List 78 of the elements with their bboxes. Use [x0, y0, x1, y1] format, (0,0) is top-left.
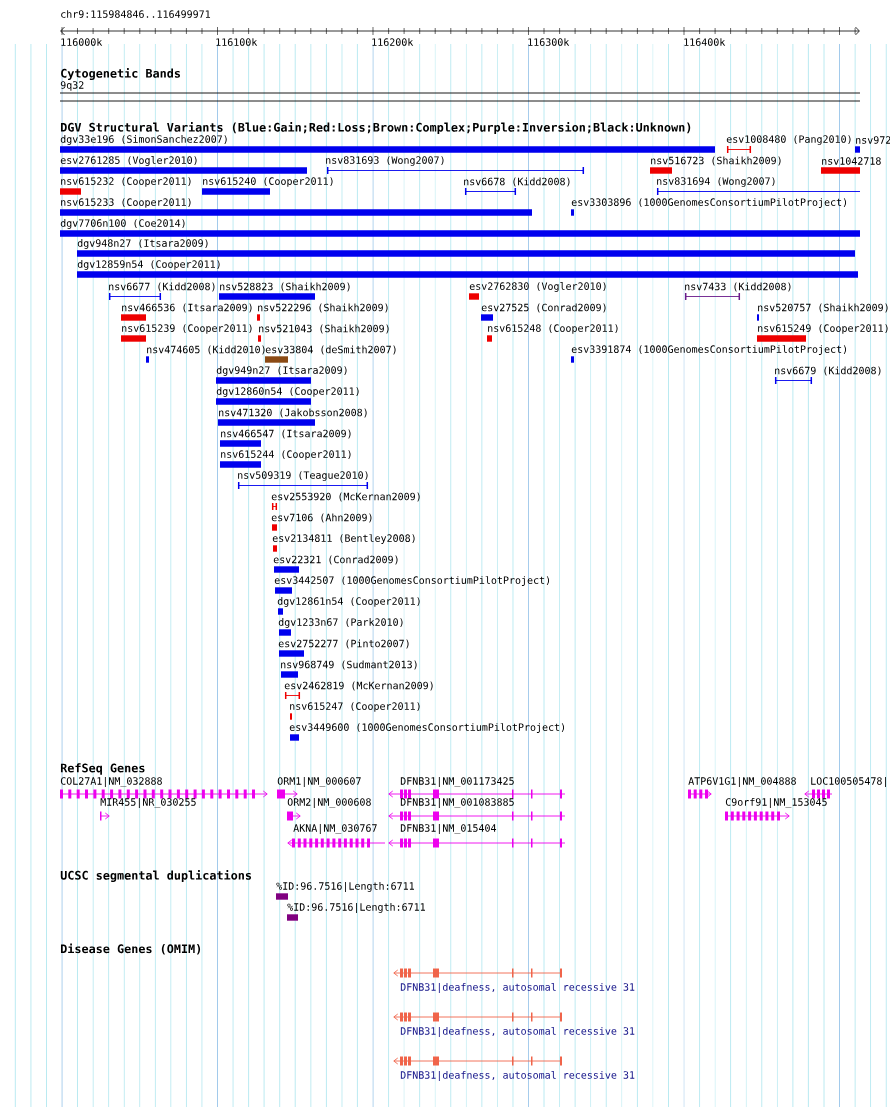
variant-label: nsv466547 (Itsara2009): [221, 429, 351, 439]
gene-label: ATP6V1G1|NM_004888: [688, 777, 796, 787]
tick-label: 116200k: [372, 38, 414, 46]
variant-label: nsv474605 (Kidd2010): [147, 345, 265, 355]
variant-label: esv2462819 (McKernan2009): [284, 681, 433, 691]
variant-label: nsv615239 (Cooper2011): [122, 324, 252, 334]
tick-label: 116100k: [216, 38, 258, 46]
variant-label: esv3449600 (1000GenomesConsortiumPilotProject): [289, 723, 565, 733]
variant-label: dgv7706n100 (Coe2014): [60, 219, 185, 229]
gene-label: DFNB31|deafness, autosomal recessive 31: [400, 1027, 635, 1037]
gene-label: DFNB31|deafness, autosomal recessive 31: [400, 983, 635, 993]
gene-label: LOC100505478|: [811, 777, 886, 787]
variant-label: nsv509319 (Teague2010): [238, 471, 368, 481]
variant-label: nsv972: [856, 136, 890, 144]
gene-label: DFNB31|NM_001173425: [400, 777, 514, 787]
variant-label: esv2752277 (Pinto2007): [278, 639, 409, 649]
variant-label: nsv968749 (Sudmant2013): [281, 660, 417, 670]
variant-label: nsv466536 (Itsara2009): [122, 303, 252, 313]
gene-label: ORM1|NM_000607: [277, 777, 361, 787]
variant-label: dgv948n27 (Itsara2009): [77, 239, 208, 249]
variant-label: esv2553920 (McKernan2009): [271, 492, 420, 502]
track-title: Cytogenetic Bands: [61, 68, 180, 81]
variant-label: nsv615249 (Cooper2011): [758, 324, 888, 334]
variant-label: esv33804 (deSmith2007): [265, 345, 396, 355]
variant-label: nsv6678 (Kidd2008): [464, 177, 570, 187]
variant-label: dgv12861n54 (Cooper2011): [277, 597, 420, 607]
variant-label: esv27525 (Conrad2009): [481, 303, 606, 313]
variant-label: nsv615240 (Cooper2011): [203, 177, 333, 187]
variant-label: esv3442507 (1000GenomesConsortiumPilotProject): [274, 576, 550, 586]
variant-label: esv7106 (Ahn2009): [271, 513, 372, 523]
variant-label: esv3303896 (1000GenomesConsortiumPilotProject): [571, 198, 847, 208]
variant-label: nsv528823 (Shaikh2009): [220, 282, 350, 292]
gene-label: DFNB31|NM_001083885: [400, 798, 514, 808]
variant-label: nsv615247 (Cooper2011): [290, 702, 420, 712]
variant-label: nsv520757 (Shaikh2009): [758, 303, 888, 313]
track-title: RefSeq Genes: [60, 763, 145, 775]
variant-label: dgv1233n67 (Park2010): [278, 618, 403, 628]
gene-label: DFNB31|NM_015404: [400, 824, 497, 834]
gene-label: C9orf91|NM_153045: [725, 798, 827, 808]
variant-label: dgv12860n54 (Cooper2011): [216, 387, 359, 397]
variant-label: dgv33e196 (SimonSanchez2007): [60, 135, 227, 145]
variant-label: nsv615248 (Cooper2011): [488, 324, 618, 334]
band-label: 9q32: [60, 81, 84, 91]
gene-label: AKNA|NM_030767: [293, 824, 377, 834]
variant-label: nsv831693 (Wong2007): [326, 156, 444, 166]
region-label: chr9:115984846..116499971: [61, 10, 211, 18]
variant-label: esv2134811 (Bentley2008): [272, 534, 415, 544]
gene-label: COL27A1|NM_032888: [60, 777, 162, 787]
variant-label: nsv516723 (Shaikh2009): [651, 156, 781, 166]
variant-label: %ID:96.7516|Length:6711: [276, 882, 414, 892]
variant-label: nsv521043 (Shaikh2009): [259, 324, 389, 334]
variant-label: esv3391874 (1000GenomesConsortiumPilotProject): [571, 345, 847, 355]
gene-label: DFNB31|deafness, autosomal recessive 31: [400, 1071, 635, 1081]
variant-label: nsv6677 (Kidd2008): [109, 282, 215, 292]
gene-label: ORM2|NM_000608: [287, 798, 371, 808]
variant-label: esv2762830 (Vogler2010): [469, 282, 606, 292]
variant-label: esv2761285 (Vogler2010): [60, 156, 197, 166]
variant-label: esv22321 (Conrad2009): [273, 555, 398, 565]
variant-label: nsv1042718: [822, 157, 881, 165]
variant-label: nsv7433 (Kidd2008): [685, 282, 791, 292]
variant-label: %ID:96.7516|Length:6711: [287, 903, 425, 913]
variant-label: nsv471320 (Jakobsson2008): [219, 408, 367, 418]
tick-label: 116300k: [528, 38, 570, 46]
variant-label: esv1008480 (Pang2010): [726, 135, 851, 145]
track-title: DGV Structural Variants (Blue:Gain;Red:Loss;Brown:Complex;Purple:Inversion;Black:Unknown): [61, 122, 691, 134]
track-title: UCSC segmental duplications: [60, 870, 252, 882]
track-title: Disease Genes (OMIM): [61, 943, 201, 955]
variant-label: nsv6679 (Kidd2008): [775, 366, 881, 376]
variant-label: nsv615232 (Cooper2011): [61, 177, 191, 187]
variant-label: nsv615233 (Cooper2011): [61, 198, 191, 208]
tick-label: 116000k: [61, 38, 103, 46]
variant-label: nsv831694 (Wong2007): [657, 177, 775, 187]
variant-label: nsv522296 (Shaikh2009): [258, 303, 388, 313]
variant-label: dgv12859n54 (Cooper2011): [77, 260, 220, 270]
gene-label: MIR455|NR_030255: [100, 798, 196, 808]
variant-label: dgv949n27 (Itsara2009): [216, 366, 347, 376]
tick-label: 116400k: [684, 38, 726, 46]
variant-label: nsv615244 (Cooper2011): [221, 450, 351, 460]
